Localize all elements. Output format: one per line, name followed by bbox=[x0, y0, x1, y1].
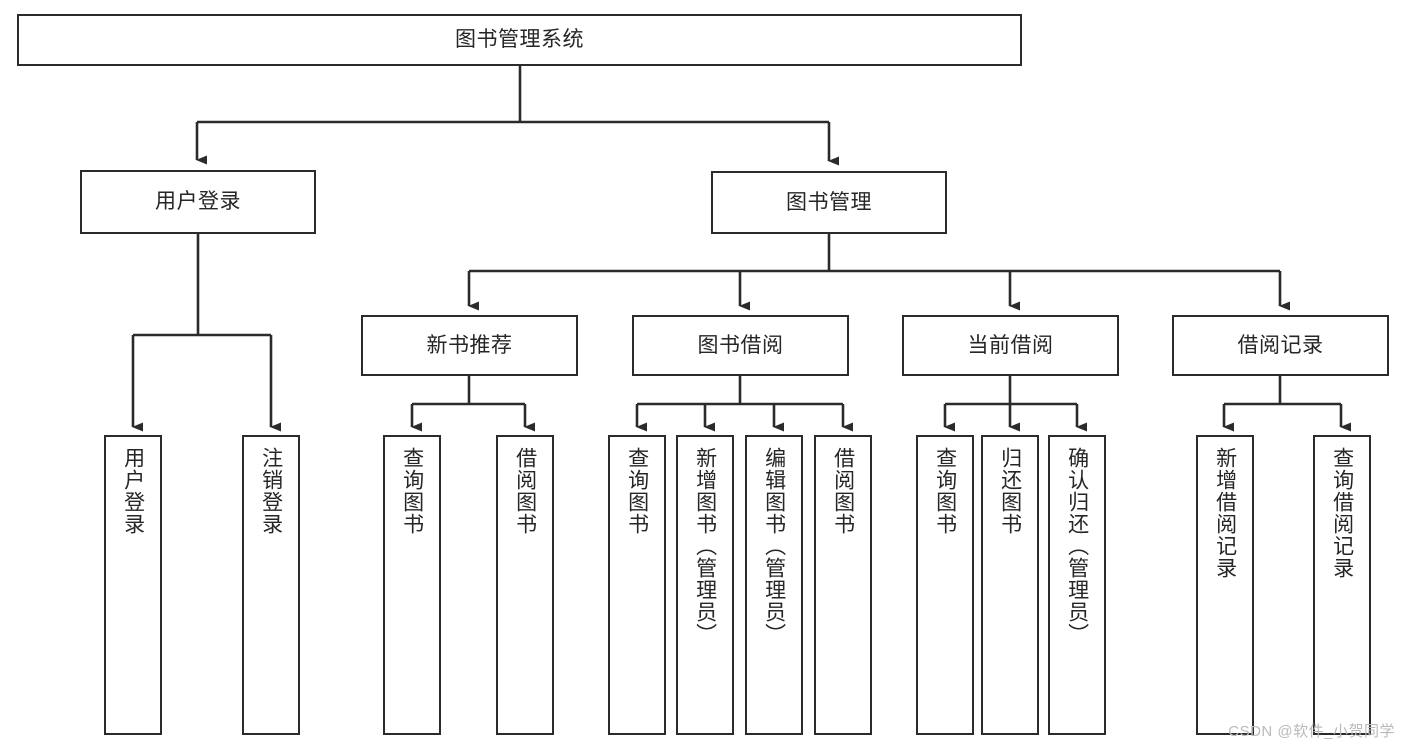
node-leaf-new-book-1[interactable]: 借阅图书 bbox=[496, 435, 554, 735]
node-leaf-current-borrow-2-label: 确认归还（管理员） bbox=[1065, 447, 1089, 645]
node-leaf-book-borrow-1[interactable]: 新增图书（管理员） bbox=[676, 435, 734, 735]
node-leaf-book-borrow-2-label: 编辑图书（管理员） bbox=[762, 447, 786, 645]
node-new-book-recommend-label: 新书推荐 bbox=[426, 333, 513, 357]
node-book-borrow-label: 图书借阅 bbox=[697, 333, 784, 357]
node-new-book-recommend[interactable]: 新书推荐 bbox=[361, 315, 578, 376]
node-leaf-book-borrow-0-label: 查询图书 bbox=[625, 447, 649, 535]
node-leaf-current-borrow-0[interactable]: 查询图书 bbox=[916, 435, 974, 735]
node-book-manage[interactable]: 图书管理 bbox=[711, 171, 947, 234]
node-leaf-current-borrow-2[interactable]: 确认归还（管理员） bbox=[1048, 435, 1106, 735]
node-leaf-borrow-record-0[interactable]: 新增借阅记录 bbox=[1196, 435, 1254, 735]
node-leaf-book-borrow-1-label: 新增图书（管理员） bbox=[693, 447, 717, 645]
node-leaf-book-borrow-0[interactable]: 查询图书 bbox=[608, 435, 666, 735]
node-leaf-book-borrow-3[interactable]: 借阅图书 bbox=[814, 435, 872, 735]
node-leaf-current-borrow-1[interactable]: 归还图书 bbox=[981, 435, 1039, 735]
node-book-manage-label: 图书管理 bbox=[786, 190, 872, 214]
node-borrow-record[interactable]: 借阅记录 bbox=[1172, 315, 1389, 376]
node-leaf-user-login-1[interactable]: 注销登录 bbox=[242, 435, 300, 735]
node-leaf-borrow-record-1[interactable]: 查询借阅记录 bbox=[1313, 435, 1371, 735]
node-root-label: 图书管理系统 bbox=[455, 28, 584, 52]
node-leaf-new-book-0-label: 查询图书 bbox=[400, 447, 424, 535]
node-borrow-record-label: 借阅记录 bbox=[1237, 333, 1324, 357]
node-leaf-borrow-record-0-label: 新增借阅记录 bbox=[1213, 447, 1237, 579]
node-current-borrow-label: 当前借阅 bbox=[967, 333, 1054, 357]
node-root[interactable]: 图书管理系统 bbox=[17, 14, 1022, 66]
node-leaf-current-borrow-1-label: 归还图书 bbox=[998, 447, 1022, 535]
node-leaf-book-borrow-3-label: 借阅图书 bbox=[831, 447, 855, 535]
node-leaf-new-book-1-label: 借阅图书 bbox=[513, 447, 537, 535]
node-leaf-borrow-record-1-label: 查询借阅记录 bbox=[1330, 447, 1354, 579]
csdn-watermark: CSDN @软件_小贺同学 bbox=[1228, 723, 1395, 740]
node-user-login[interactable]: 用户登录 bbox=[80, 170, 316, 234]
node-leaf-new-book-0[interactable]: 查询图书 bbox=[383, 435, 441, 735]
node-leaf-user-login-1-label: 注销登录 bbox=[259, 447, 283, 535]
node-leaf-book-borrow-2[interactable]: 编辑图书（管理员） bbox=[745, 435, 803, 735]
node-leaf-user-login-0-label: 用户登录 bbox=[121, 447, 145, 535]
node-leaf-current-borrow-0-label: 查询图书 bbox=[933, 447, 957, 535]
node-current-borrow[interactable]: 当前借阅 bbox=[902, 315, 1119, 376]
node-book-borrow[interactable]: 图书借阅 bbox=[632, 315, 849, 376]
node-leaf-user-login-0[interactable]: 用户登录 bbox=[104, 435, 162, 735]
node-user-login-label: 用户登录 bbox=[155, 190, 241, 214]
